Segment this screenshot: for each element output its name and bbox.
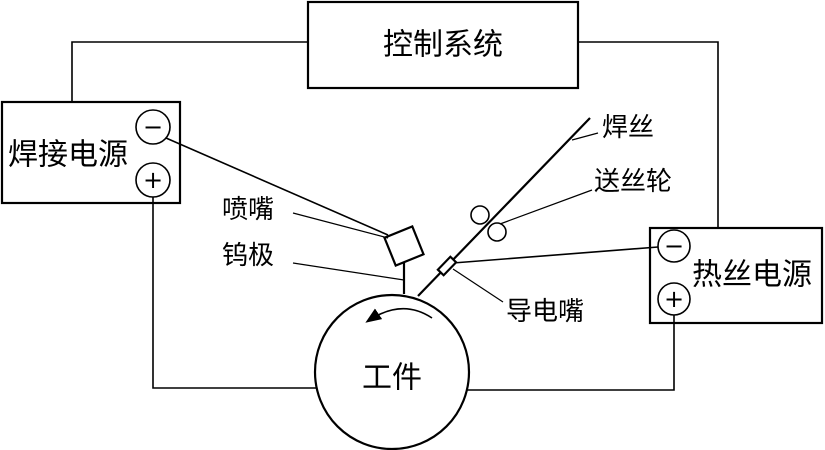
control-system-label: 控制系统: [383, 28, 503, 63]
tungsten-leader: [292, 262, 405, 281]
nozzle-label: 喷嘴: [222, 195, 274, 225]
weld-power-label: 焊接电源: [8, 138, 128, 173]
hotwire-power-negative-terminal: [657, 229, 691, 263]
tungsten-label: 钨极: [222, 241, 274, 271]
workpiece: [313, 293, 471, 450]
contact-tip: [436, 255, 458, 277]
feed-roller-label: 送丝轮: [594, 167, 672, 197]
hotwire-negative-to-contact-tip-line: [452, 246, 659, 264]
contact-tip-label: 导电嘴: [506, 297, 584, 327]
hotwire-power-negative-symbol: −: [664, 232, 684, 260]
rotation-arrow: [365, 307, 433, 323]
weld-power-negative-symbol: −: [143, 113, 163, 141]
hotwire-positive-to-workpiece-line: [467, 315, 675, 391]
workpiece-label: 工件: [362, 361, 422, 396]
weld-negative-to-nozzle-line: [165, 137, 389, 236]
nozzle: [383, 225, 425, 267]
feed-roller-leader: [499, 189, 593, 225]
nozzle-leader: [292, 212, 389, 239]
hotwire-power-box: [648, 226, 824, 325]
control-to-weld-power-line: [71, 41, 308, 102]
hotwire-power-positive-symbol: +: [664, 285, 684, 313]
control-to-hotwire-power-line: [578, 41, 719, 228]
feed-roller-lower: [487, 222, 507, 242]
wire-leader: [571, 132, 599, 141]
weld-power-box: [0, 100, 182, 205]
control-system-box: [306, 0, 580, 90]
weld-positive-to-workpiece-line: [152, 197, 317, 389]
contact-tip-leader: [452, 268, 504, 303]
wire-label: 焊丝: [602, 113, 654, 143]
weld-power-positive-symbol: +: [143, 166, 163, 194]
feed-roller-upper: [470, 205, 490, 225]
weld-power-negative-terminal: [135, 109, 171, 145]
hotwire-power-label: 热丝电源: [692, 258, 812, 293]
